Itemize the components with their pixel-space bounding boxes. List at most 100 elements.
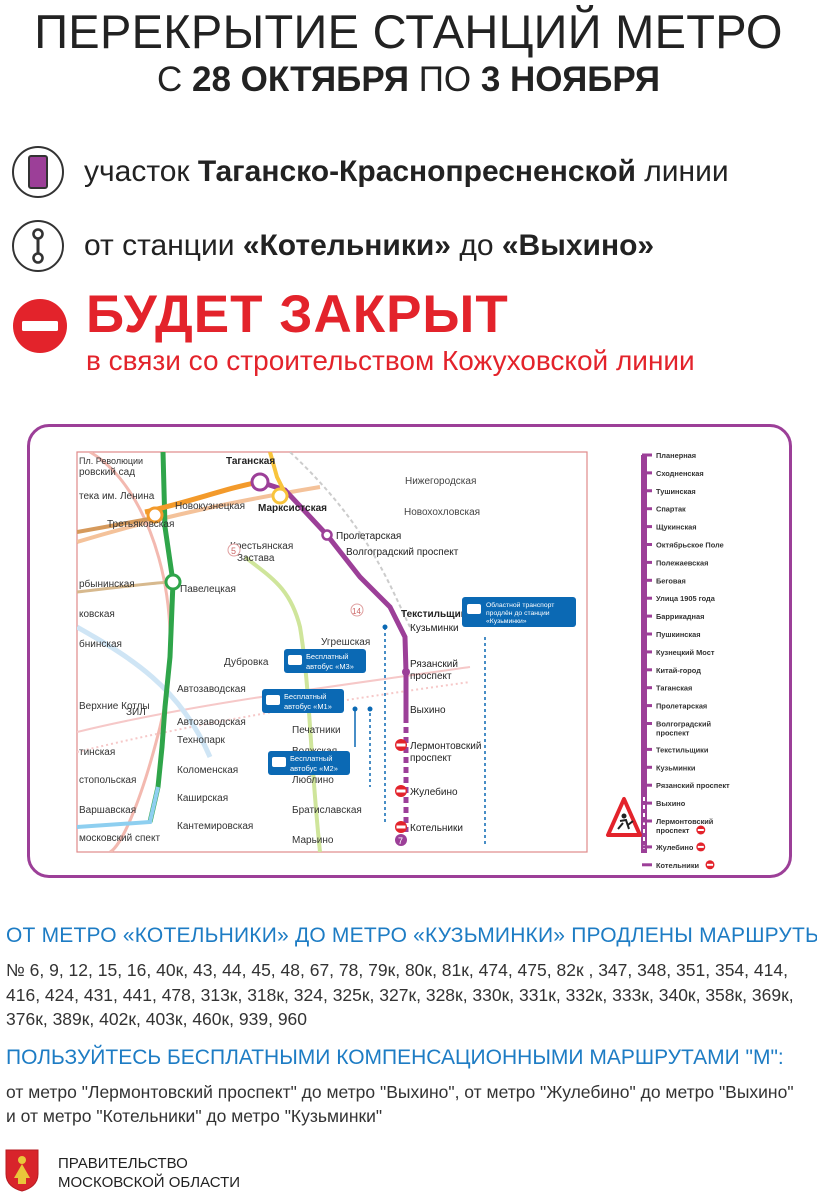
label-cut-12: тинская: [79, 747, 115, 758]
bus-label-m3: Бесплатный автобус «М3»: [284, 649, 366, 673]
strip-station-label: Рязанский проспект: [656, 781, 730, 790]
closed-marker-zhulebino: [395, 785, 407, 797]
metro-map: Пл. Революции Таганская Марксистская Нов…: [76, 451, 730, 870]
strip-station-label: Жулебино: [655, 843, 694, 852]
line-strip: ПланернаяСходненскаяТушинскаяСпартакЩуки…: [606, 451, 730, 870]
strip-station-label: Пролетарская: [656, 702, 707, 711]
station-proletarskaya-dot: [321, 529, 333, 541]
label-novokhokhlovskaya: Новохохловская: [404, 507, 480, 518]
label-nizhegorodskaya: Нижегородская: [405, 476, 476, 487]
label-proletarskaya: Пролетарская: [336, 531, 401, 542]
label-novokuznetskaya: Новокузнецкая: [175, 501, 245, 512]
strip-station-label: Октябрьское Поле: [656, 541, 724, 550]
svg-text:автобус «М3»: автобус «М3»: [306, 662, 354, 671]
gov-name: ПРАВИТЕЛЬСТВО МОСКОВСКОЙ ОБЛАСТИ: [58, 1154, 241, 1191]
line-number-14: 14: [352, 607, 361, 616]
routes-heading: ОТ МЕТРО «КОТЕЛЬНИКИ» ДО МЕТРО «КУЗЬМИНК…: [6, 924, 817, 947]
label-volgogradsky: Волгоградский проспект: [346, 547, 459, 558]
strip-station-label: Баррикадная: [656, 612, 704, 621]
label-zhulebino: Жулебино: [410, 786, 458, 798]
svg-text:Бесплатный: Бесплатный: [290, 754, 332, 763]
strip-station-label: Спартак: [656, 505, 686, 514]
label-bratislavskaya: Братиславская: [292, 805, 362, 816]
label-kantemirovskaya: Кантемировская: [177, 821, 253, 832]
closed-marker-lermontovsky: [395, 739, 407, 751]
label-kolomenskaya: Коломенская: [177, 765, 238, 776]
no-entry-icon: [12, 298, 68, 359]
strip-station-label: Тушинская: [656, 487, 696, 496]
label-cut-9: Варшавская: [79, 805, 136, 816]
strip-station-label: Сходненская: [656, 469, 704, 478]
strip-station-label: Полежаевская: [656, 558, 708, 567]
label-tekstilshchiki: Текстильщики: [401, 609, 472, 620]
label-cut-4: рбынинская: [79, 578, 135, 590]
label-cut-11: московский спект: [79, 833, 160, 844]
svg-text:Бесплатный: Бесплатный: [306, 652, 348, 661]
svg-text:Областной транспорт: Областной транспорт: [486, 601, 554, 609]
label-lermontovsky-1: Лермонтовский: [410, 741, 481, 752]
line-river: [77, 624, 213, 758]
bus-label-regional: Областной транспорт продлён до станции «…: [462, 597, 576, 627]
line-brown: [77, 515, 161, 534]
label-krestyanskaya-1: Крестьянская: [230, 541, 293, 552]
strip-ticks: [642, 453, 652, 867]
svg-text:Бесплатный: Бесплатный: [284, 692, 326, 701]
label-maryino: Марьино: [292, 835, 334, 846]
label-tekhnopark: Технопарк: [177, 735, 226, 746]
closed-marker-kotelniki: [395, 821, 407, 833]
station-paveletskaya-dot: [164, 573, 182, 591]
line-mck-faded: [77, 681, 471, 753]
strip-station-label: Улица 1905 года: [656, 594, 716, 603]
label-cut-6: бнинская: [79, 638, 122, 650]
label-ugreshskaya: Угрешская: [321, 637, 370, 648]
strip-closed-bar: [697, 845, 704, 848]
free-routes-heading: ПОЛЬЗУЙТЕСЬ БЕСПЛАТНЫМИ КОМПЕНСАЦИОННЫМИ…: [6, 1046, 784, 1069]
label-kotelniki: Котельники: [410, 823, 463, 834]
line-segment-icon: [12, 146, 64, 198]
stations-range-text: от станции «Котельники» до «Выхино»: [84, 229, 655, 262]
segment-text: участок Таганско-Краснопресненской линии: [84, 155, 729, 188]
strip-station-label: Щукинская: [656, 523, 697, 532]
label-avtozavodskaya: Автозаводская: [177, 684, 246, 695]
strip-station-label: Кузнецкий Мост: [656, 648, 715, 657]
station-kuzminki-dot: [402, 668, 410, 676]
strip-labels: ПланернаяСходненскаяТушинскаяСпартакЩуки…: [655, 451, 730, 870]
closed-reason: в связи со строительством Кожуховской ли…: [86, 345, 695, 376]
strip-station-label: Пушкинская: [656, 630, 701, 639]
info-row-stations: от станции «Котельники» до «Выхино»: [12, 220, 654, 272]
label-lermontovsky-2: проспект: [410, 753, 452, 764]
map-frame: Пл. Революции Таганская Марксистская Нов…: [27, 424, 792, 878]
label-cut-1: ровский сад: [79, 467, 135, 478]
label-tretyakovskaya: Третьяковская: [107, 519, 174, 530]
strip-station-label: Китай-город: [656, 666, 701, 675]
line-lightblue: [77, 786, 160, 829]
station-taganskaya-dot: [250, 472, 270, 492]
label-cut-2: тека им. Ленина: [79, 491, 155, 502]
svg-text:«Кузьминки»: «Кузьминки»: [486, 618, 527, 625]
svg-text:автобус «М1»: автобус «М1»: [284, 702, 332, 711]
line-number-7: 7: [398, 836, 403, 846]
label-ryazansky-2: проспект: [410, 671, 452, 682]
label-marksistskaya: Марксистская: [258, 503, 327, 514]
strip-station-label: Таганская: [656, 684, 692, 693]
line-number-5: 5: [231, 546, 236, 556]
label-cut-10: стопольская: [79, 775, 136, 786]
bus-label-m2: Бесплатный автобус «М2»: [268, 751, 350, 775]
strip-station-label: Котельники: [656, 861, 700, 870]
label-vykhino: Выхино: [410, 705, 446, 716]
label-cut-8: ЗИЛ: [126, 707, 146, 718]
label-cut-7: Верхние Котлы: [79, 701, 150, 712]
line-gray-dashed: [289, 452, 411, 628]
free-routes-text: от метро "Лермонтовский проспект" до мет…: [6, 1082, 794, 1126]
line-mck2-faded: [77, 666, 471, 733]
station-novokuznetskaya-dot: [146, 506, 164, 524]
line-purple-open: [259, 479, 409, 717]
svg-text:автобус «М2»: автобус «М2»: [290, 764, 338, 773]
svg-text:продлён до станции: продлён до станции: [486, 610, 550, 617]
line-green: [147, 452, 176, 823]
strip-station-label: Текстильщики: [656, 745, 709, 754]
station-marksistskaya-dot: [271, 487, 289, 505]
strip-station-label: Беговая: [656, 576, 686, 585]
